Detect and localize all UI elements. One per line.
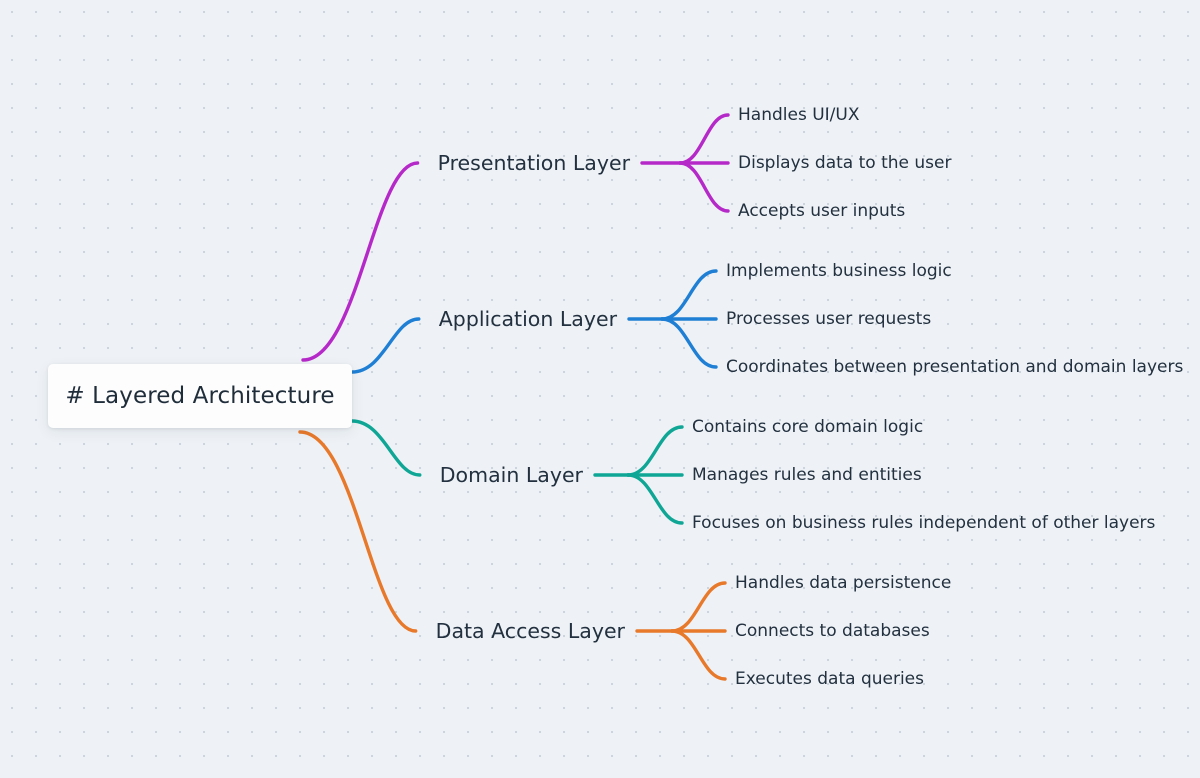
leaf-label[interactable]: Contains core domain logic xyxy=(692,417,924,437)
leaf-label[interactable]: Processes user requests xyxy=(726,309,932,329)
branch-label[interactable]: Application Layer xyxy=(438,307,617,331)
branch-connector xyxy=(350,317,421,374)
leaf-connector xyxy=(670,581,727,633)
leaf-connector xyxy=(678,113,730,165)
leaf-label[interactable]: Executes data queries xyxy=(735,669,924,689)
leaf-connector xyxy=(626,473,684,525)
root-node-label: # Layered Architecture xyxy=(65,383,335,409)
leaf-connector xyxy=(660,317,718,369)
root-node[interactable]: # Layered Architecture xyxy=(48,364,352,428)
branch-connector xyxy=(350,419,422,477)
leaf-connector xyxy=(626,425,684,477)
branch-connector xyxy=(301,161,420,362)
leaf-label[interactable]: Implements business logic xyxy=(726,261,952,281)
leaf-label[interactable]: Handles UI/UX xyxy=(738,105,860,125)
branch-label[interactable]: Presentation Layer xyxy=(437,151,630,175)
branch-connector xyxy=(298,430,418,633)
leaf-label[interactable]: Manages rules and entities xyxy=(692,465,922,485)
leaf-label[interactable]: Connects to databases xyxy=(735,621,930,641)
leaf-connector xyxy=(670,629,727,681)
leaf-label[interactable]: Displays data to the user xyxy=(738,153,952,173)
leaf-connector xyxy=(678,161,730,213)
leaf-connector xyxy=(660,269,718,321)
branch-label[interactable]: Domain Layer xyxy=(439,463,583,487)
branch-label[interactable]: Data Access Layer xyxy=(435,619,625,643)
leaf-label[interactable]: Accepts user inputs xyxy=(738,201,906,221)
leaf-label[interactable]: Handles data persistence xyxy=(735,573,952,593)
leaf-label[interactable]: Coordinates between presentation and dom… xyxy=(726,357,1184,377)
leaf-label[interactable]: Focuses on business rules independent of… xyxy=(692,513,1156,533)
